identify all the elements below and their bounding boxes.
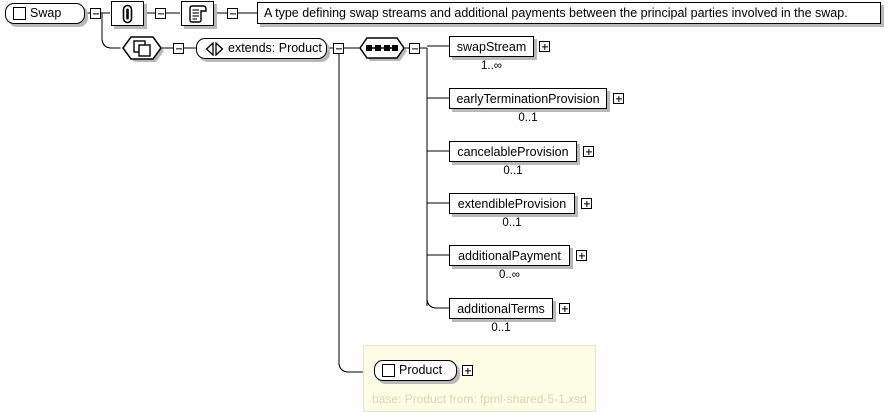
element-expand-toggle-cancelableprovision[interactable] <box>583 146 594 157</box>
base-type-source-text: base: Product from: fpml-shared-5-1.xsd <box>372 392 587 406</box>
element-expand-toggle-additionalterms[interactable] <box>559 303 570 314</box>
base-type-node-product[interactable]: Product <box>374 360 457 381</box>
element-label: extendibleProvision <box>457 196 567 211</box>
documentation-scroll-icon[interactable] <box>181 1 214 26</box>
base-type-label: Product <box>399 363 443 378</box>
complextype-square-icon <box>13 7 26 20</box>
documentation-text: A type defining swap streams and additio… <box>264 6 848 20</box>
model-group-collapse-toggle[interactable] <box>173 43 184 54</box>
element-box-cancelableprovision[interactable]: cancelableProvision <box>449 141 577 162</box>
element-cardinality-additionalterms: 0..1 <box>491 322 511 334</box>
element-label: additionalPayment <box>458 248 561 263</box>
element-expand-toggle-additionalpayment[interactable] <box>576 250 587 261</box>
element-label: cancelableProvision <box>457 144 569 159</box>
element-box-swapstream[interactable]: swapStream <box>449 36 534 57</box>
element-cardinality-earlyterminationprovision: 0..1 <box>518 112 538 124</box>
extension-collapse-toggle[interactable] <box>333 43 344 54</box>
element-box-extendibleprovision[interactable]: extendibleProvision <box>449 193 575 214</box>
extension-node-label: extends: Product <box>228 41 322 56</box>
complextype-square-icon <box>382 364 395 377</box>
sequence-collapse-toggle[interactable] <box>409 43 420 54</box>
element-box-additionalterms[interactable]: additionalTerms <box>449 298 553 319</box>
element-expand-toggle-earlyterminationprovision[interactable] <box>613 93 624 104</box>
extension-node-product[interactable]: extends: Product <box>196 38 327 59</box>
appinfo-paperclip-icon[interactable] <box>111 1 144 26</box>
element-cardinality-cancelableprovision: 0..1 <box>503 165 523 177</box>
root-node-label: Swap <box>30 6 62 21</box>
swap-collapse-toggle[interactable] <box>90 8 101 19</box>
model-group-icon <box>122 36 164 62</box>
element-cardinality-extendibleprovision: 0..1 <box>502 217 522 229</box>
documentation-collapse-toggle[interactable] <box>227 8 238 19</box>
element-cardinality-swapstream: 1..∞ <box>481 60 502 72</box>
element-box-earlyterminationprovision[interactable]: earlyTerminationProvision <box>449 88 607 109</box>
element-expand-toggle-swapstream[interactable] <box>539 41 550 52</box>
element-expand-toggle-extendibleprovision[interactable] <box>581 198 592 209</box>
base-type-expand-toggle[interactable] <box>462 365 473 376</box>
scroll-icon <box>188 4 207 23</box>
appinfo-collapse-toggle[interactable] <box>155 8 166 19</box>
element-label: swapStream <box>456 39 527 54</box>
model-group-node[interactable] <box>120 33 164 63</box>
element-box-additionalpayment[interactable]: additionalPayment <box>449 245 570 266</box>
element-label: additionalTerms <box>457 301 545 316</box>
paperclip-icon <box>122 4 133 23</box>
extension-triangles-icon <box>205 41 224 56</box>
element-label: earlyTerminationProvision <box>456 91 600 106</box>
documentation-text-box: A type defining swap streams and additio… <box>257 2 881 24</box>
sequence-compositor-node[interactable] <box>358 35 410 61</box>
root-node-swap[interactable]: Swap <box>5 3 85 24</box>
element-cardinality-additionalpayment: 0..∞ <box>499 269 520 281</box>
sequence-dots-icon <box>359 37 407 61</box>
